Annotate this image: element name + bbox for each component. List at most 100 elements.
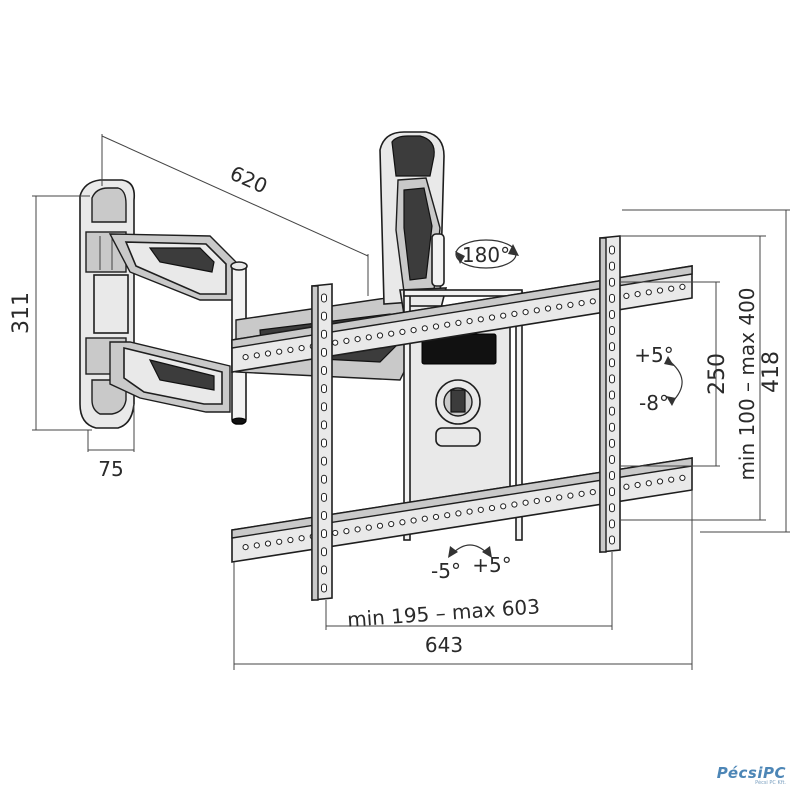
mounting-hole bbox=[399, 328, 406, 335]
mounting-hole bbox=[522, 309, 529, 316]
bracket-slot bbox=[321, 366, 327, 375]
dim-swivel-right: +5° bbox=[472, 553, 511, 577]
mounting-hole bbox=[556, 303, 563, 310]
mounting-hole bbox=[522, 499, 529, 506]
swivel-arm bbox=[379, 131, 448, 315]
mounting-hole bbox=[623, 483, 630, 490]
mounting-hole bbox=[421, 515, 428, 522]
mounting-hole bbox=[388, 330, 395, 337]
mounting-hole bbox=[679, 474, 686, 481]
mounting-hole bbox=[455, 319, 462, 326]
mounting-hole bbox=[544, 305, 552, 312]
center-adapter-plate bbox=[403, 289, 523, 541]
bottom-horizontal-rail bbox=[231, 457, 693, 563]
dim-tilt-up: +5° bbox=[634, 343, 673, 367]
bracket-slot bbox=[321, 420, 327, 430]
mounting-hole bbox=[477, 316, 484, 323]
bracket-slot bbox=[321, 492, 327, 502]
mounting-hole bbox=[410, 517, 417, 524]
mounting-hole bbox=[578, 490, 585, 497]
bracket-slot bbox=[609, 326, 615, 336]
rotation-arrow-icon bbox=[455, 239, 519, 269]
mounting-hole bbox=[253, 542, 260, 549]
bracket-slot bbox=[321, 547, 327, 557]
mounting-hole bbox=[264, 350, 272, 357]
mounting-hole bbox=[354, 336, 361, 343]
mounting-hole bbox=[365, 524, 372, 531]
bracket-slot bbox=[609, 519, 615, 529]
mounting-hole bbox=[388, 520, 395, 528]
mounting-hole bbox=[511, 501, 518, 508]
bracket-slot bbox=[321, 565, 327, 575]
bracket-slot bbox=[609, 406, 615, 416]
mounting-hole bbox=[511, 310, 518, 317]
mounting-hole bbox=[567, 492, 574, 499]
mounting-hole bbox=[544, 496, 552, 503]
dim-max-bracket-width: 643 bbox=[425, 633, 463, 657]
mounting-hole bbox=[332, 529, 339, 537]
bracket-slot bbox=[609, 390, 615, 400]
mounting-hole bbox=[679, 283, 686, 290]
bracket-slot bbox=[321, 293, 327, 303]
mounting-hole bbox=[354, 526, 361, 533]
mounting-hole bbox=[488, 314, 496, 321]
watermark-sub: Pécsi PC Kft. bbox=[755, 780, 786, 786]
tilt-arrow-icon bbox=[664, 356, 683, 406]
mounting-hole bbox=[376, 332, 384, 339]
mounting-hole bbox=[477, 506, 484, 513]
dim-rotation: 180° bbox=[462, 243, 510, 267]
mounting-hole bbox=[276, 538, 283, 545]
watermark-logo: PécsiPC Pécsi PC Kft. bbox=[717, 764, 786, 786]
dim-wall-plate-height: 311 bbox=[9, 292, 34, 334]
left-vertical-bracket bbox=[311, 283, 333, 601]
mounting-hole bbox=[276, 348, 283, 355]
mounting-hole bbox=[264, 540, 272, 547]
bracket-slot bbox=[321, 311, 327, 321]
mounting-hole bbox=[287, 536, 294, 544]
mounting-hole bbox=[668, 476, 675, 483]
mounting-hole bbox=[533, 497, 540, 505]
bracket-slot bbox=[321, 456, 327, 466]
mounting-hole bbox=[656, 287, 664, 294]
bracket-slot bbox=[321, 438, 327, 448]
bracket-slot bbox=[609, 342, 615, 352]
mounting-hole bbox=[444, 321, 451, 328]
dimension-lines bbox=[32, 134, 790, 670]
mounting-hole bbox=[500, 312, 507, 319]
bracket-slot bbox=[609, 454, 615, 464]
mounting-hole bbox=[298, 535, 305, 542]
mounting-hole bbox=[287, 346, 294, 353]
bracket-slot bbox=[609, 487, 615, 497]
mounting-hole bbox=[343, 337, 350, 344]
mounting-hole bbox=[432, 323, 440, 330]
mounting-hole bbox=[332, 339, 339, 346]
mounting-hole bbox=[466, 508, 473, 515]
mounting-hole bbox=[421, 325, 428, 332]
bracket-slot bbox=[609, 261, 615, 271]
bracket-slot bbox=[609, 503, 615, 513]
mounting-hole bbox=[668, 285, 675, 292]
bracket-slot bbox=[609, 293, 615, 303]
bracket-slot bbox=[321, 402, 327, 412]
dim-max-bracket-height: 418 bbox=[759, 351, 784, 393]
bracket-slot bbox=[609, 535, 615, 545]
mounting-hole bbox=[298, 345, 305, 352]
mounting-hole bbox=[432, 513, 440, 521]
mounting-hole bbox=[399, 519, 406, 526]
bracket-slot bbox=[321, 583, 327, 593]
right-vertical-bracket bbox=[599, 235, 621, 553]
dim-vesa-vertical-range: min 100 – max 400 bbox=[735, 287, 759, 480]
dim-tilt-down: -8° bbox=[639, 391, 669, 415]
mounting-hole bbox=[623, 292, 630, 299]
mounting-hole bbox=[589, 298, 596, 305]
mounting-hole bbox=[488, 504, 496, 512]
mounting-hole bbox=[634, 481, 641, 489]
mounting-hole bbox=[645, 480, 652, 487]
mounting-hole bbox=[656, 478, 664, 485]
mounting-hole bbox=[444, 512, 451, 519]
mounting-hole bbox=[242, 354, 249, 361]
bracket-slot bbox=[609, 358, 615, 368]
dim-vertical-hole-spacing: 250 bbox=[705, 353, 730, 395]
bracket-slot bbox=[609, 374, 615, 384]
dim-swivel-left: -5° bbox=[431, 559, 461, 583]
